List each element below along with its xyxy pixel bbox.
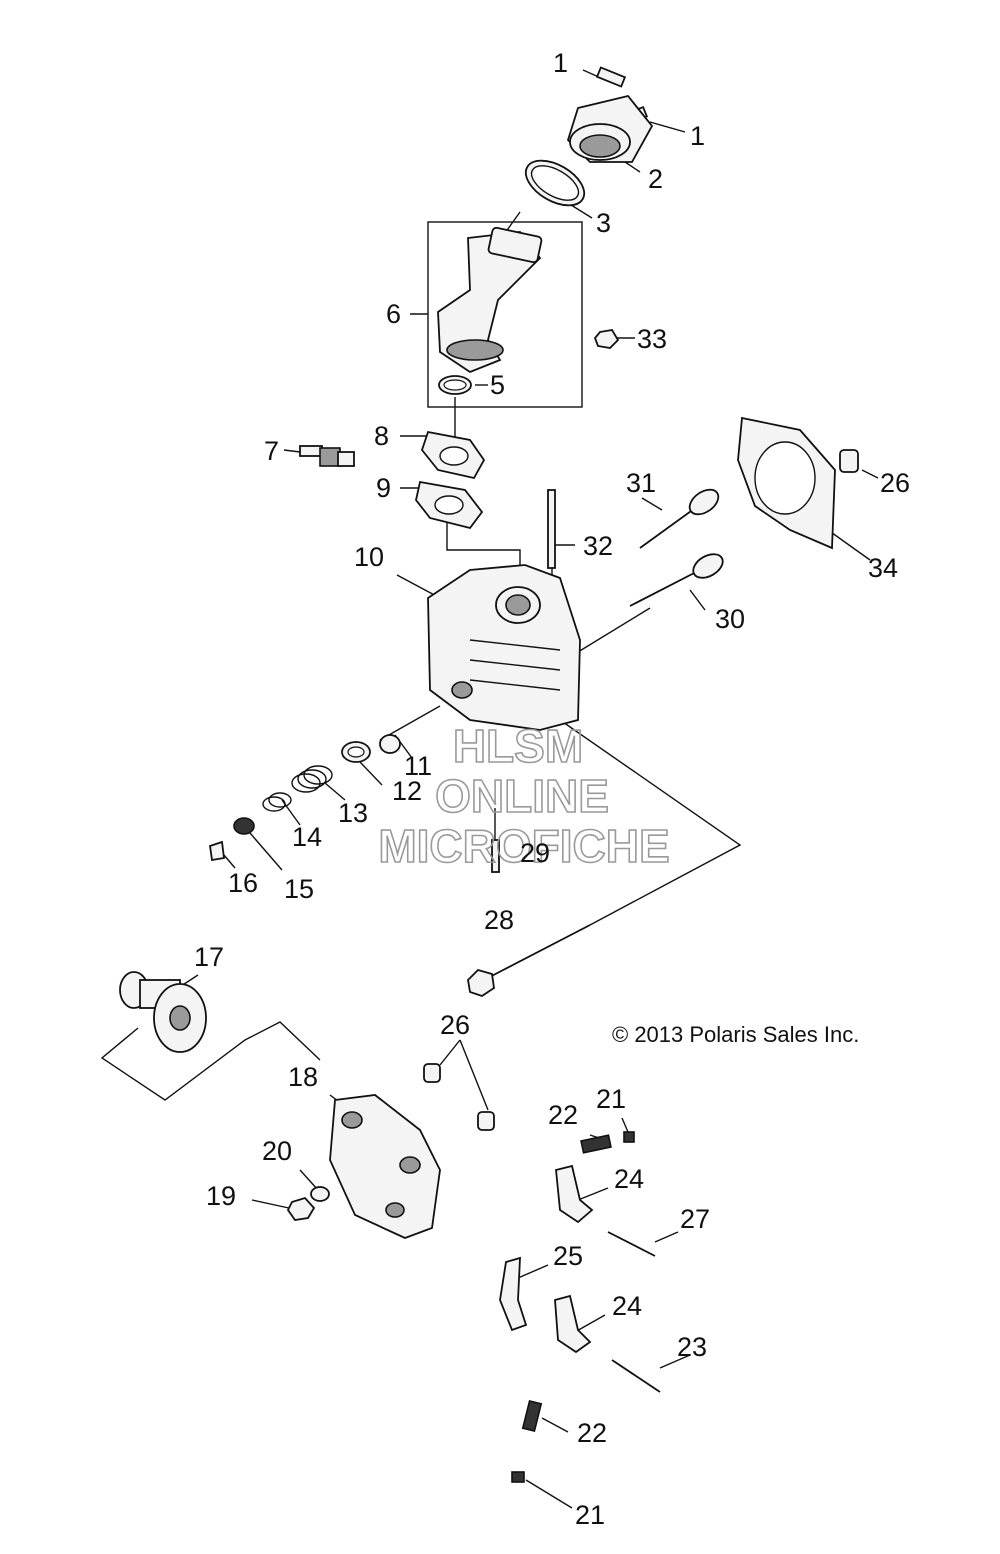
part-8-gasket — [420, 430, 486, 480]
part-19-nut — [286, 1196, 316, 1221]
callout-26a: 26 — [880, 468, 910, 498]
callout-28: 28 — [484, 905, 514, 935]
part-5-o-ring — [438, 375, 472, 395]
part-15-retainer — [233, 817, 255, 835]
part-31-valve — [639, 488, 720, 549]
callout-1b: 1 — [690, 121, 705, 151]
part-2-intake-joint — [566, 94, 654, 163]
part-17-camshaft — [119, 971, 207, 1053]
callout-31: 31 — [626, 468, 656, 498]
callout-10: 10 — [354, 542, 384, 572]
callout-22a: 22 — [548, 1100, 578, 1130]
callout-21b: 21 — [575, 1500, 605, 1530]
part-13-spring — [291, 765, 333, 793]
part-12-spring-seat — [341, 741, 371, 763]
part-23-rocker-shaft — [611, 1359, 661, 1393]
watermark-line3: MICROFICHE — [378, 820, 669, 872]
callout-20: 20 — [262, 1136, 292, 1166]
part-18-rocker-holder — [329, 1094, 441, 1239]
callout-26b: 26 — [440, 1010, 470, 1040]
callout-22b: 22 — [577, 1418, 607, 1448]
callout-3: 3 — [596, 208, 611, 238]
callout-24a: 24 — [614, 1164, 644, 1194]
callout-17: 17 — [194, 942, 224, 972]
part-29-pin — [491, 839, 500, 873]
part-27-rocker-shaft — [607, 1231, 656, 1257]
part-1a-pin — [595, 66, 627, 88]
callout-24b: 24 — [612, 1291, 642, 1321]
part-22b-adjust-screw — [521, 1399, 543, 1433]
callout-labels: 1 1 2 3 6 5 33 7 8 9 31 32 10 30 26 34 1… — [194, 48, 910, 1530]
part-6-intake-pipe — [437, 226, 543, 374]
part-9-insulator — [415, 480, 484, 530]
callout-34: 34 — [868, 553, 898, 583]
callout-7: 7 — [264, 436, 279, 466]
callout-29: 29 — [520, 838, 550, 868]
part-28-bolt — [467, 924, 591, 997]
callout-30: 30 — [715, 604, 745, 634]
callout-18: 18 — [288, 1062, 318, 1092]
callout-8: 8 — [374, 421, 389, 451]
part-25-decompressor — [499, 1256, 528, 1332]
callout-5: 5 — [490, 370, 505, 400]
part-10-cylinder-head — [427, 564, 581, 731]
callout-12: 12 — [392, 776, 422, 806]
callout-23: 23 — [677, 1332, 707, 1362]
part-34-head-gasket — [737, 416, 836, 550]
part-24b-rocker-arm — [554, 1294, 592, 1354]
callout-2: 2 — [648, 164, 663, 194]
part-32-stud — [547, 489, 556, 569]
part-21a-nut — [623, 1131, 635, 1143]
part-26b-dowel-a — [423, 1063, 441, 1083]
callout-13: 13 — [338, 798, 368, 828]
callout-9: 9 — [376, 473, 391, 503]
part-26b-dowel-b — [477, 1111, 495, 1131]
watermark-line1: HLSM — [453, 720, 583, 772]
callout-6: 6 — [386, 299, 401, 329]
part-21b-nut — [511, 1471, 525, 1483]
copyright-text: © 2013 Polaris Sales Inc. — [612, 1022, 859, 1047]
part-3-hose-clamp — [524, 159, 586, 207]
callout-15: 15 — [284, 874, 314, 904]
leader-lines — [100, 69, 879, 1509]
callout-16: 16 — [228, 868, 258, 898]
callout-21a: 21 — [596, 1084, 626, 1114]
callout-14: 14 — [292, 822, 322, 852]
part-20-washer — [310, 1186, 330, 1202]
part-7-spark-plug — [299, 445, 355, 467]
callout-27: 27 — [680, 1204, 710, 1234]
part-16-cotter — [209, 840, 226, 862]
callout-1a: 1 — [553, 48, 568, 78]
part-26a-dowel — [839, 449, 859, 473]
part-33-nut — [593, 329, 620, 349]
watermark-line2: ONLINE — [435, 770, 609, 822]
part-24a-rocker-arm — [555, 1164, 594, 1224]
callout-25: 25 — [553, 1241, 583, 1271]
callout-19: 19 — [206, 1181, 236, 1211]
callout-33: 33 — [637, 324, 667, 354]
callout-11: 11 — [404, 751, 432, 781]
part-22a-adjust-screw — [580, 1134, 612, 1154]
part-30-valve — [629, 553, 724, 607]
callout-32: 32 — [583, 531, 613, 561]
watermark: HLSM ONLINE MICROFICHE — [378, 719, 671, 873]
part-11-seal — [379, 734, 401, 754]
part-14-spring — [262, 792, 292, 812]
